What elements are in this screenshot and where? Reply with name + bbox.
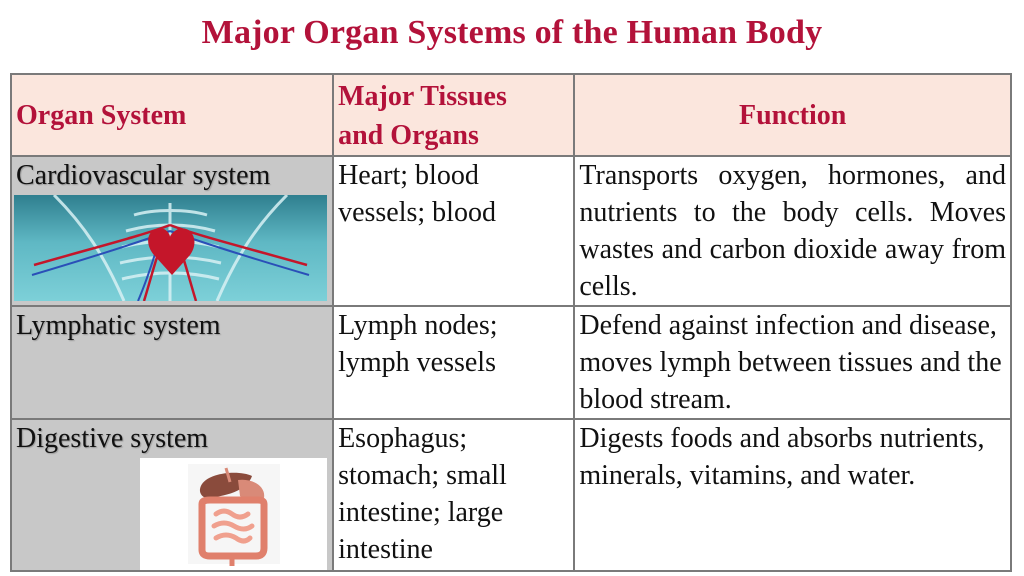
tissues-cell: Heart; blood vessels; blood: [332, 155, 576, 307]
system-cell: Cardiovascular system: [9, 155, 335, 307]
cardiovascular-illustration: [14, 193, 327, 302]
system-name: Cardiovascular system: [16, 160, 271, 191]
tissues-cell: Lymph nodes; lymph vessels: [332, 305, 576, 420]
function-cell: Digests foods and absorbs nutrients, min…: [573, 418, 1012, 572]
page-title: Major Organ Systems of the Human Body: [201, 14, 823, 51]
table-row: Digestive system: [9, 418, 1012, 572]
system-cell: Digestive system: [9, 418, 335, 572]
function-cell: Transports oxygen, hormones, and nutrien…: [573, 155, 1012, 307]
system-cell: Lymphatic system: [9, 305, 335, 420]
system-name: Digestive system: [16, 423, 209, 454]
table-row: Cardiovascular system: [9, 155, 1012, 307]
header-tissues-line1: Major Tissues: [338, 81, 507, 112]
function-cell: Defend against infection and disease, mo…: [573, 305, 1012, 420]
header-function: Function: [573, 73, 1012, 157]
header-tissues-line2: and Organs: [338, 120, 479, 151]
header-tissues: Major Tissues and Organs: [332, 73, 576, 157]
header-row: Organ System Major Tissues and Organs Fu…: [9, 73, 1012, 157]
table-row: Lymphatic system Lymph nodes; lymph vess…: [9, 305, 1012, 420]
header-organ-system: Organ System: [9, 73, 335, 157]
digestive-illustration: [140, 458, 327, 569]
organ-systems-table: Organ System Major Tissues and Organs Fu…: [9, 73, 1012, 572]
system-name: Lymphatic system: [16, 310, 221, 341]
tissues-cell: Esophagus; stomach; small intestine; lar…: [332, 418, 576, 572]
